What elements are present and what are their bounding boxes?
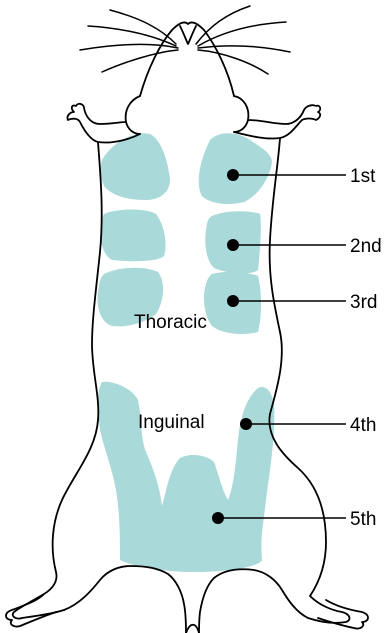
label-inguinal: Inguinal <box>138 412 205 433</box>
region-labels: Thoracic Inguinal <box>134 312 207 433</box>
gland-regions <box>98 133 275 572</box>
tail-outline <box>186 625 199 633</box>
left-ear-outline <box>126 96 140 134</box>
label-5th: 5th <box>350 509 376 530</box>
marker-3rd <box>227 295 239 307</box>
gland-left-2nd <box>101 210 166 262</box>
right-torso-outline <box>269 138 349 623</box>
left-torso-outline <box>13 142 102 619</box>
gland-right-1st <box>199 133 272 204</box>
right-hindlimb-outline <box>199 569 308 633</box>
label-1st: 1st <box>350 166 376 187</box>
label-3rd: 3rd <box>350 292 377 313</box>
pair-labels: 1st 2nd 3rd 4th 5th <box>350 166 382 530</box>
right-ear-outline <box>234 96 248 132</box>
gland-inguinal <box>98 382 274 572</box>
left-hindlimb-outline <box>64 566 186 633</box>
right-foot-outline <box>318 600 368 629</box>
nose-outline <box>180 26 196 44</box>
whiskers <box>80 6 290 74</box>
label-thoracic: Thoracic <box>134 312 207 333</box>
head-outline <box>140 22 234 96</box>
marker-1st <box>227 169 239 181</box>
left-foot-outline <box>6 594 56 627</box>
marker-2nd <box>227 239 239 251</box>
marker-5th <box>212 512 224 524</box>
label-4th: 4th <box>350 415 376 436</box>
marker-4th <box>240 418 252 430</box>
label-2nd: 2nd <box>350 236 382 257</box>
